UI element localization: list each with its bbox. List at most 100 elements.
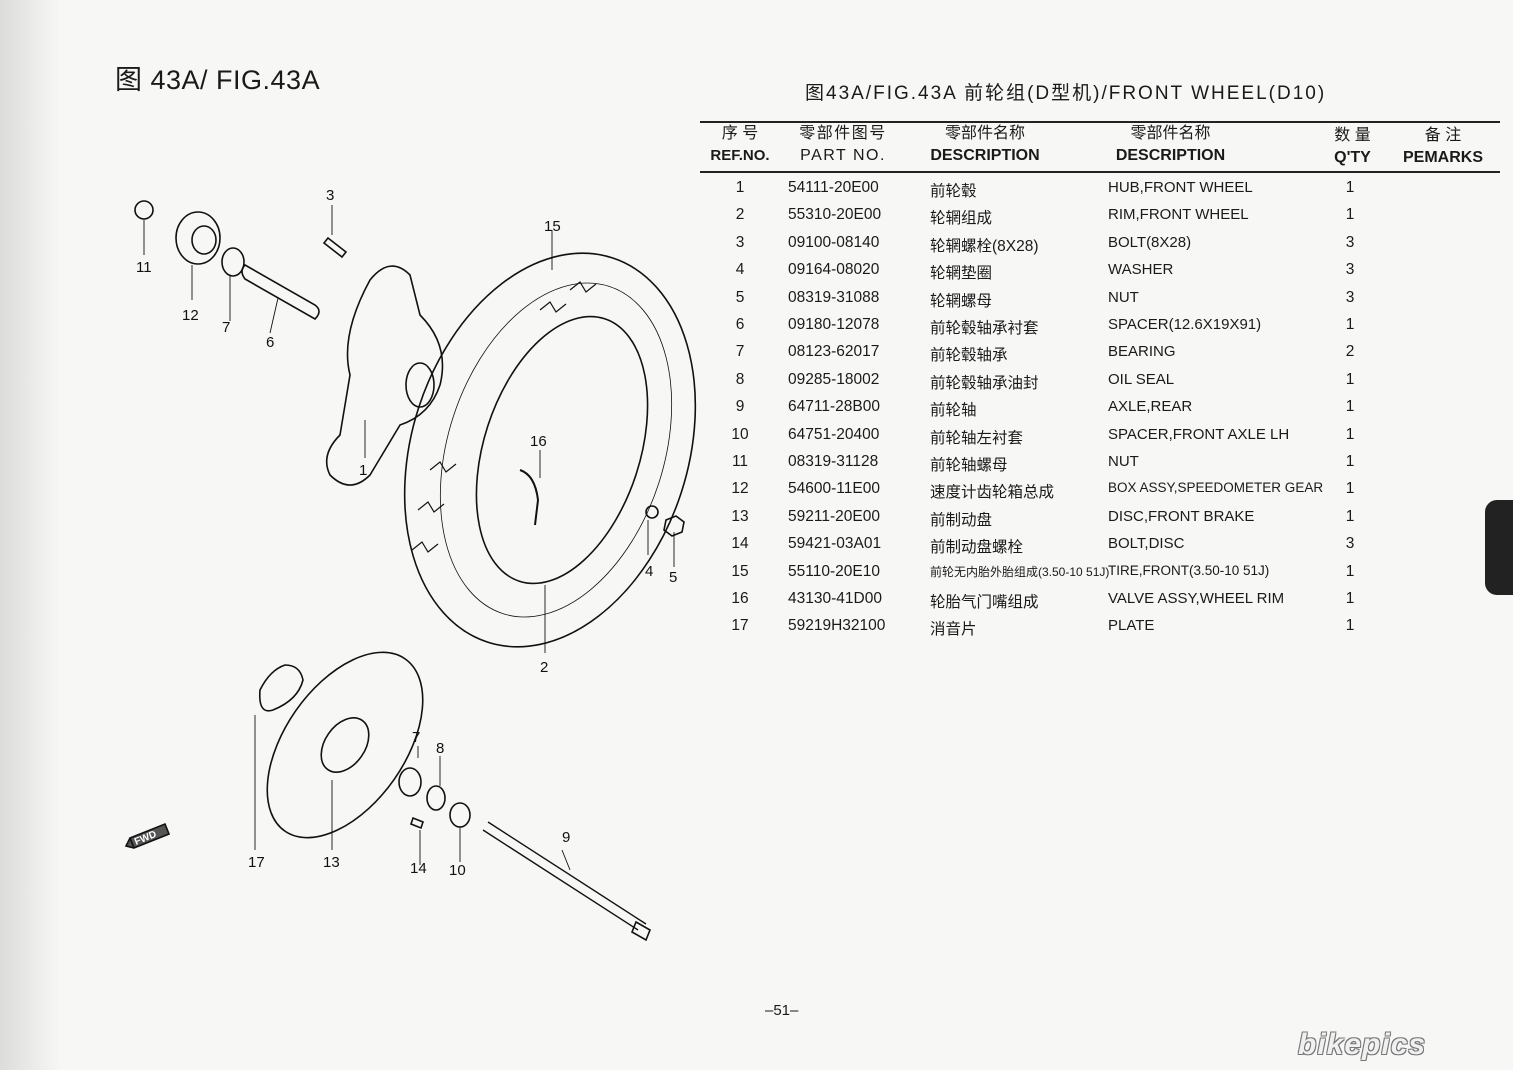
part-no-cell: 59211-20E00 [788,507,880,525]
description-en-cell: NUT [1108,288,1139,306]
callout-5: 5 [669,569,677,586]
qty-cell: 3 [1345,535,1355,553]
part-no-cell: 09285-18002 [788,370,880,388]
part-no-cell: 09164-08020 [788,261,880,279]
part-no-cell: 64711-28B00 [788,398,880,416]
qty-cell: 1 [1345,453,1355,470]
description-en-cell: OIL SEAL [1108,370,1175,388]
qty-cell: 1 [1345,370,1355,388]
description-en-cell: HUB,FRONT WHEEL [1108,179,1253,196]
ref-no-cell: 13 [731,507,749,525]
qty-cell: 3 [1345,233,1355,251]
callout-2: 2 [540,659,548,676]
ref-no-cell: 6 [735,316,745,333]
callout-4: 4 [645,563,653,580]
description-en-cell: AXLE,REAR [1108,398,1193,416]
callout-6: 6 [266,334,274,351]
part-no-cell: 09100-08140 [788,233,880,251]
hub-shape [325,265,444,486]
description-zh-cell: 轮胎气门嘴组成 [930,594,1039,611]
part-no-cell: 09180-12078 [788,316,880,333]
callout-13: 13 [323,854,340,871]
callout-8: 8 [436,740,444,757]
callout-16: 16 [530,433,547,450]
callout-10: 10 [449,862,466,879]
callout-3: 3 [326,187,334,204]
description-en-cell: BOLT(8X28) [1108,233,1192,251]
description-en-cell: BEARING [1108,343,1176,361]
part-no-cell: 43130-41D00 [788,590,882,607]
qty-cell: 1 [1345,398,1355,416]
description-en-cell: TIRE,FRONT(3.50-10 51J) [1108,562,1270,578]
part-no-cell: 08319-31128 [788,453,879,470]
description-zh-cell: 前轮轴 [930,402,977,420]
description-zh-cell: 轮辋螺母 [930,292,993,310]
ref-no-cell: 11 [731,453,749,470]
header-top-rule [700,121,1500,123]
table-title: 图43A/FIG.43A 前轮组(D型机)/FRONT WHEEL(D10) [805,83,1327,104]
description-en-cell: RIM,FRONT WHEEL [1108,206,1249,224]
figure-title: 图 43A/ FIG.43A [115,65,321,95]
description-zh-cell: 轮辋组成 [930,210,993,228]
callout-1: 1 [359,462,367,479]
qty-cell: 2 [1345,343,1355,361]
part-no-cell: 59219H32100 [788,617,886,635]
qty-cell: 1 [1345,316,1355,333]
fwd-label: FWD [133,829,158,848]
ref-no-cell: 14 [731,535,749,553]
callout-11: 11 [136,259,152,276]
description-zh-cell: 前制动盘螺栓 [930,539,1024,557]
ref-no-cell: 17 [731,617,749,635]
description-zh-cell: 前轮毂轴承油封 [930,374,1039,392]
qty-cell: 3 [1345,261,1355,279]
description-zh-cell: 轮辋垫圈 [930,265,993,283]
part-no-cell: 54600-11E00 [788,480,880,498]
callout-14: 14 [410,860,427,877]
qty-cell: 1 [1345,425,1355,443]
qty-cell: 1 [1345,617,1355,635]
part-no-cell: 59421-03A01 [788,535,882,553]
section-tab-marker [1485,500,1513,595]
part-no-cell: 55310-20E00 [788,206,882,224]
qty-cell: 1 [1345,507,1355,525]
description-zh-cell: 消音片 [930,621,977,639]
ref-no-cell: 8 [735,370,745,388]
part-no-cell: 08319-31088 [788,288,880,306]
ref-no-cell: 5 [735,288,745,306]
callout-9: 9 [562,829,570,846]
part-no-cell: 55110-20E10 [788,562,880,580]
callout-7: 7 [222,319,230,336]
description-en-cell: WASHER [1108,261,1174,279]
description-zh-cell: 速度计齿轮箱总成 [930,484,1055,502]
description-en-cell: BOX ASSY,SPEEDOMETER GEAR [1108,480,1324,496]
header-bottom-rule [700,171,1500,173]
page-number: –51– [765,1002,799,1019]
description-zh-cell: 轮辋螺栓(8X28) [930,237,1039,255]
ref-no-cell: 7 [735,343,745,361]
callout-12: 12 [182,307,199,324]
ref-no-cell: 1 [735,179,745,196]
ref-no-cell: 15 [731,562,749,580]
description-zh-cell: 前轮轴左衬套 [930,429,1024,447]
ref-no-cell: 9 [735,398,745,416]
part-no-cell: 54111-20E00 [788,179,879,196]
ref-no-cell: 10 [731,425,749,443]
exploded-parts-diagram: FWD 3 15 11 12 7 6 1 16 4 5 2 7 8 9 17 1… [124,187,697,942]
qty-cell: 1 [1345,206,1355,224]
